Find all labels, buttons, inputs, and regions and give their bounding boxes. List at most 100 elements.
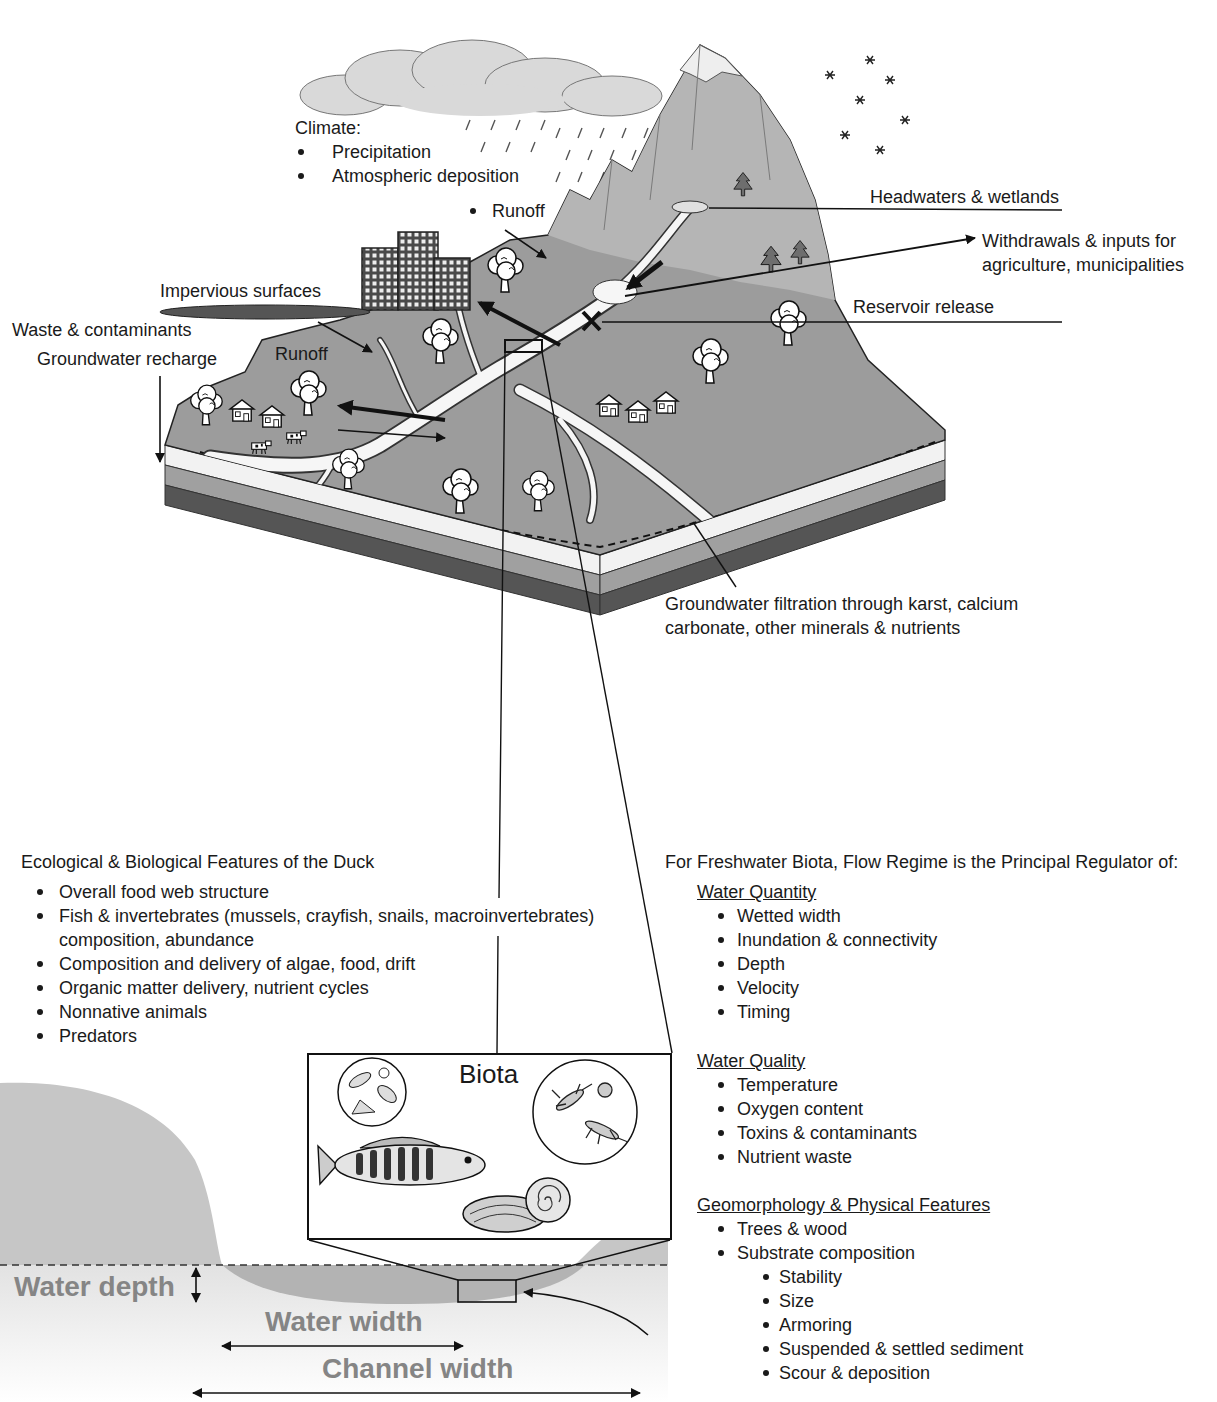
- bullet-dot: [718, 1082, 724, 1088]
- watershed-block-part-part-part: [285, 468, 330, 520]
- houses-part: [654, 392, 678, 413]
- section-heading: Geomorphology & Physical Features: [697, 1193, 990, 1217]
- watershed-block-part-part-part: [560, 420, 594, 520]
- bullet-dot: [37, 961, 43, 967]
- biota-box: Biota: [307, 1053, 672, 1240]
- trees-part: [443, 469, 478, 513]
- watershed-block-part: [583, 312, 600, 330]
- biota-illustration-part: [338, 1058, 406, 1126]
- climate-heading: Climate:: [295, 116, 361, 140]
- map-label: Headwaters & wetlands: [870, 185, 1059, 209]
- livestock: [252, 431, 306, 454]
- trees-part: [423, 319, 458, 363]
- biota-illustration-part: [465, 1157, 472, 1164]
- biota-illustration-part-part: [426, 1148, 433, 1180]
- biota-illustration-part: [538, 1186, 560, 1211]
- biota-illustration-part-part: [356, 1153, 363, 1175]
- bullet-dot: [37, 889, 43, 895]
- list-item: Substrate composition: [737, 1241, 915, 1265]
- watershed-block-part-part: [210, 208, 720, 530]
- flow-arrows-part: [628, 262, 662, 288]
- biota-illustration-part-part: [412, 1147, 419, 1181]
- bullet-dot: [718, 937, 724, 943]
- bullet-dot: [718, 1226, 724, 1232]
- sub-list-item: Scour & deposition: [779, 1361, 930, 1385]
- trees-part: [734, 173, 752, 196]
- bullet-dot: [763, 1298, 769, 1304]
- bullet-dot: [37, 1009, 43, 1015]
- flow-arrows: [160, 230, 975, 462]
- houses-part: [260, 406, 284, 427]
- bullet-dot: [718, 1154, 724, 1160]
- channel-cross-section-part: [524, 1292, 648, 1335]
- sub-list-item: Armoring: [779, 1313, 852, 1337]
- channel-cross-section-part: [0, 1083, 222, 1265]
- trees-part: [761, 246, 781, 272]
- biota-illustration-part: [352, 1100, 375, 1114]
- list-item: Timing: [737, 1000, 790, 1024]
- leader-lines-part: [602, 321, 1062, 322]
- list-item: Organic matter delivery, nutrient cycles: [59, 976, 369, 1000]
- map-label: Groundwater filtration through karst, ca…: [665, 592, 1050, 640]
- bullet-dot: [470, 208, 476, 214]
- bullet-dot: [718, 1106, 724, 1112]
- biota-illustration-part: [379, 1068, 389, 1078]
- map-label: Groundwater recharge: [37, 347, 217, 371]
- snow: [825, 56, 910, 154]
- watershed-block-part: [548, 45, 835, 300]
- bullet-dot: [298, 149, 304, 155]
- trees-part: [291, 371, 326, 415]
- snow-part: [825, 56, 910, 154]
- biota-illustration-part-part: [586, 1128, 628, 1144]
- watershed-block-part-part-part: [615, 208, 690, 292]
- dimension-label: Water width: [265, 1307, 423, 1337]
- houses-part: [626, 401, 650, 422]
- livestock-part: [252, 441, 271, 454]
- biota-illustration-part-part: [554, 1087, 586, 1114]
- watershed-block-part: [672, 201, 708, 213]
- section-heading: Water Quantity: [697, 880, 816, 904]
- leader-lines-part: [709, 208, 1062, 210]
- channel-cross-section-part: [0, 1265, 668, 1402]
- biota-illustration-part-part: [398, 1147, 405, 1181]
- bullet-dot: [763, 1274, 769, 1280]
- watershed-block-part-part: [210, 208, 720, 530]
- map-label: Reservoir release: [853, 295, 994, 319]
- bullet-dot: [718, 985, 724, 991]
- trees-part: [191, 385, 223, 425]
- list-item: Velocity: [737, 976, 799, 1000]
- biota-illustration-part: [526, 1178, 570, 1222]
- map-label: Withdrawals & inputs for agriculture, mu…: [982, 229, 1210, 277]
- trees-part: [771, 301, 806, 345]
- watershed-block-part: [505, 340, 542, 352]
- list-heading: Ecological & Biological Features of the …: [21, 850, 374, 874]
- trees-part: [333, 449, 365, 489]
- watershed-block-part-part-part: [210, 298, 612, 465]
- flow-arrows-part: [625, 238, 975, 296]
- flow-arrows-part: [159, 376, 161, 462]
- channel-cross-section-part: [222, 1265, 585, 1304]
- list-item: Wetted width: [737, 904, 841, 928]
- map-label: Impervious surfaces: [160, 279, 321, 303]
- dimension-label: Water depth: [14, 1272, 175, 1302]
- bullet-dot: [298, 173, 304, 179]
- watershed-block: [165, 45, 945, 615]
- biota-illustration: [307, 1053, 672, 1240]
- node-label: Biota: [459, 1059, 518, 1089]
- watershed-block-part-part-part: [380, 340, 420, 420]
- bullet-dot: [718, 1009, 724, 1015]
- channel-cross-section-part: [195, 1268, 197, 1302]
- trees: [191, 173, 809, 514]
- watershed-block-part-part-part: [380, 340, 420, 420]
- watershed-block-part-part-part: [285, 468, 330, 520]
- clouds-part: [562, 76, 662, 116]
- channel-cross-section-part: [193, 1392, 640, 1394]
- bullet-dot: [718, 1250, 724, 1256]
- watershed-block-part: [604, 45, 770, 230]
- climate-item: Precipitation: [332, 140, 431, 164]
- channel-cross-section-part: [458, 1280, 516, 1302]
- list-item: Composition and delivery of algae, food,…: [59, 952, 415, 976]
- bullet-dot: [37, 985, 43, 991]
- sub-list-item: Size: [779, 1289, 814, 1313]
